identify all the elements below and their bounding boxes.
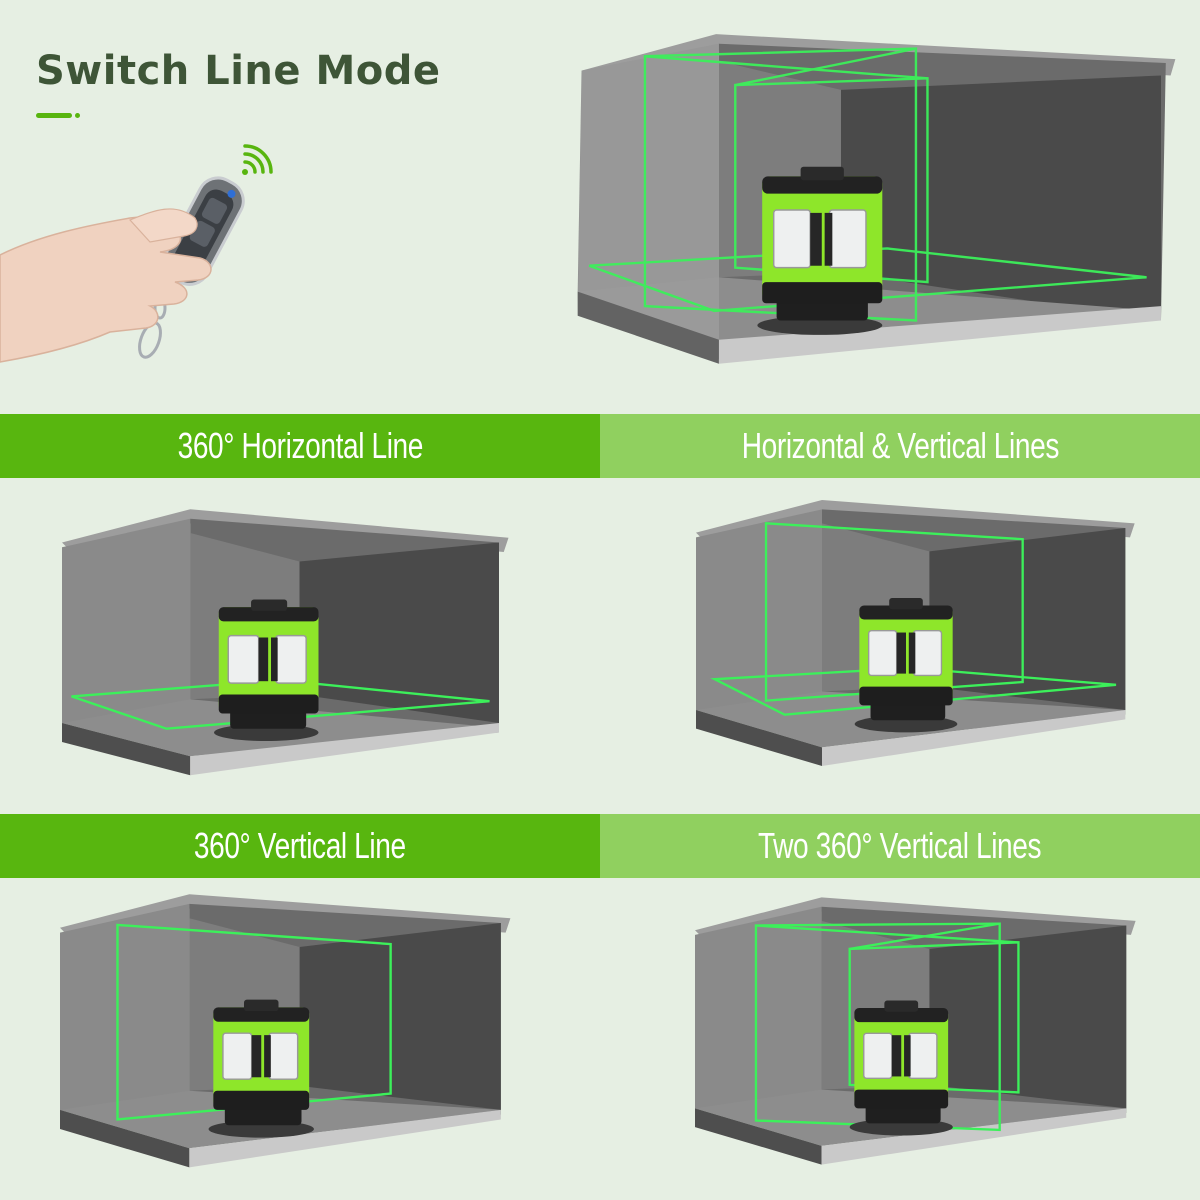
mode-band-360-horizontal: 360° Horizontal Line — [0, 414, 600, 478]
title-accent-dot — [75, 113, 80, 118]
page-title: Switch Line Mode — [36, 48, 441, 94]
laser-level-device — [208, 999, 314, 1138]
wireless-signal-icon — [242, 144, 273, 175]
laser-level-device — [854, 598, 958, 733]
laser-level-device — [849, 1000, 953, 1136]
scene-two-360-vertical — [695, 893, 1145, 1183]
scene-horizontal-vertical — [695, 500, 1145, 780]
scene-360-vertical — [60, 893, 520, 1183]
mode-band-two-360-vertical: Two 360° Vertical Lines — [600, 814, 1200, 878]
title-accent-bar — [36, 113, 72, 118]
scene-hero-horizontal-vertical — [570, 30, 1185, 390]
scene-360-horizontal — [60, 495, 520, 780]
mode-band-horizontal-vertical: Horizontal & Vertical Lines — [600, 414, 1200, 478]
laser-level-device — [757, 166, 883, 335]
laser-level-device — [214, 599, 319, 742]
mode-band-360-vertical: 360° Vertical Line — [0, 814, 600, 878]
remote-control-illustration — [0, 140, 290, 390]
